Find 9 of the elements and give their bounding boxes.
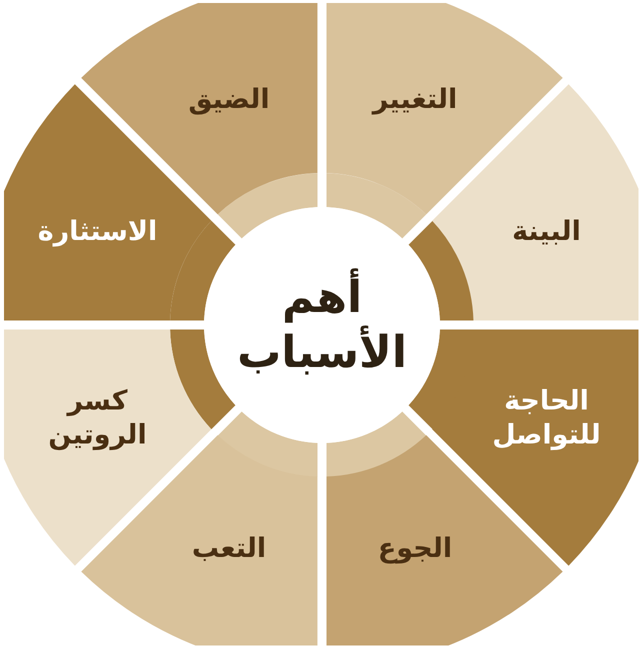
segment-label: التغيير <box>372 84 458 118</box>
segment-label: الضيق <box>188 84 270 118</box>
segment-label: البينة <box>512 215 581 249</box>
segment-label: الاستثارة <box>38 215 158 249</box>
segment-label: الجوع <box>378 532 452 566</box>
segment-label: التعب <box>192 532 266 566</box>
center-title: أهم الأسباب <box>227 270 417 380</box>
segment-label: الحاجة للتواصل <box>491 384 602 452</box>
segment-label: كسر الروتين <box>47 384 148 452</box>
